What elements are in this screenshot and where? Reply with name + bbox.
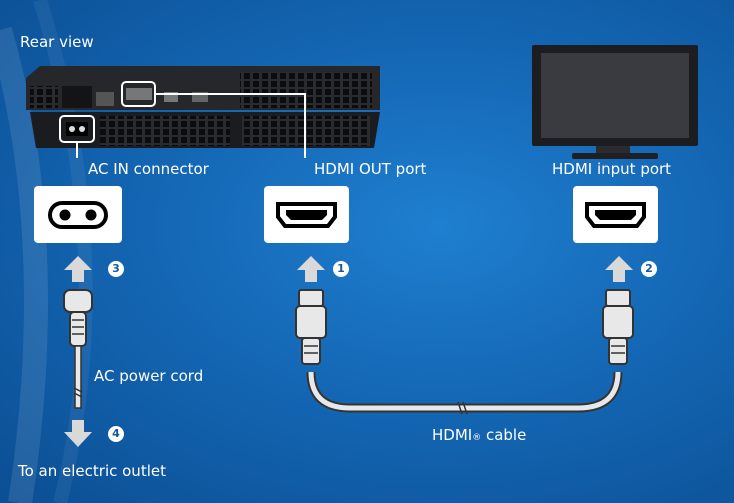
hdmi-input-port-panel bbox=[573, 186, 658, 243]
step-badge-3: 3 bbox=[108, 261, 124, 277]
step-badge-1: 1 bbox=[333, 261, 349, 277]
arrow-down-icon bbox=[64, 420, 92, 447]
step-badge-2: 2 bbox=[641, 261, 657, 277]
hdmi-plug-icon bbox=[295, 289, 327, 365]
arrow-up-icon bbox=[64, 256, 92, 282]
arrow-up-icon bbox=[605, 256, 633, 282]
hdmi-cable-suffix: cable bbox=[481, 426, 527, 444]
hdmi-input-port-label: HDMI input port bbox=[552, 160, 672, 178]
hdmi-out-callout-line bbox=[155, 93, 306, 158]
hdmi-cable-label: HDMI® cable bbox=[432, 426, 526, 447]
ac-plug-icon bbox=[63, 289, 93, 409]
hdmi-out-port-panel bbox=[264, 186, 349, 243]
ac-socket-icon bbox=[48, 201, 108, 229]
hdmi-port-icon bbox=[276, 202, 337, 228]
ac-power-cord-label: AC power cord bbox=[94, 367, 204, 385]
hdmi-registered-mark: ® bbox=[472, 433, 482, 443]
hdmi-plug-icon bbox=[602, 289, 634, 365]
electric-outlet-label: To an electric outlet bbox=[18, 462, 166, 480]
ac-in-connector-label: AC IN connector bbox=[88, 160, 209, 178]
step-badge-4: 4 bbox=[108, 426, 124, 442]
hdmi-cable-text: HDMI bbox=[432, 426, 473, 444]
arrow-up-icon bbox=[297, 256, 325, 282]
ac-in-port-panel bbox=[34, 186, 122, 243]
hdmi-out-port-label: HDMI OUT port bbox=[314, 160, 427, 178]
hdmi-port-icon bbox=[585, 202, 646, 228]
rear-view-label: Rear view bbox=[20, 33, 94, 51]
